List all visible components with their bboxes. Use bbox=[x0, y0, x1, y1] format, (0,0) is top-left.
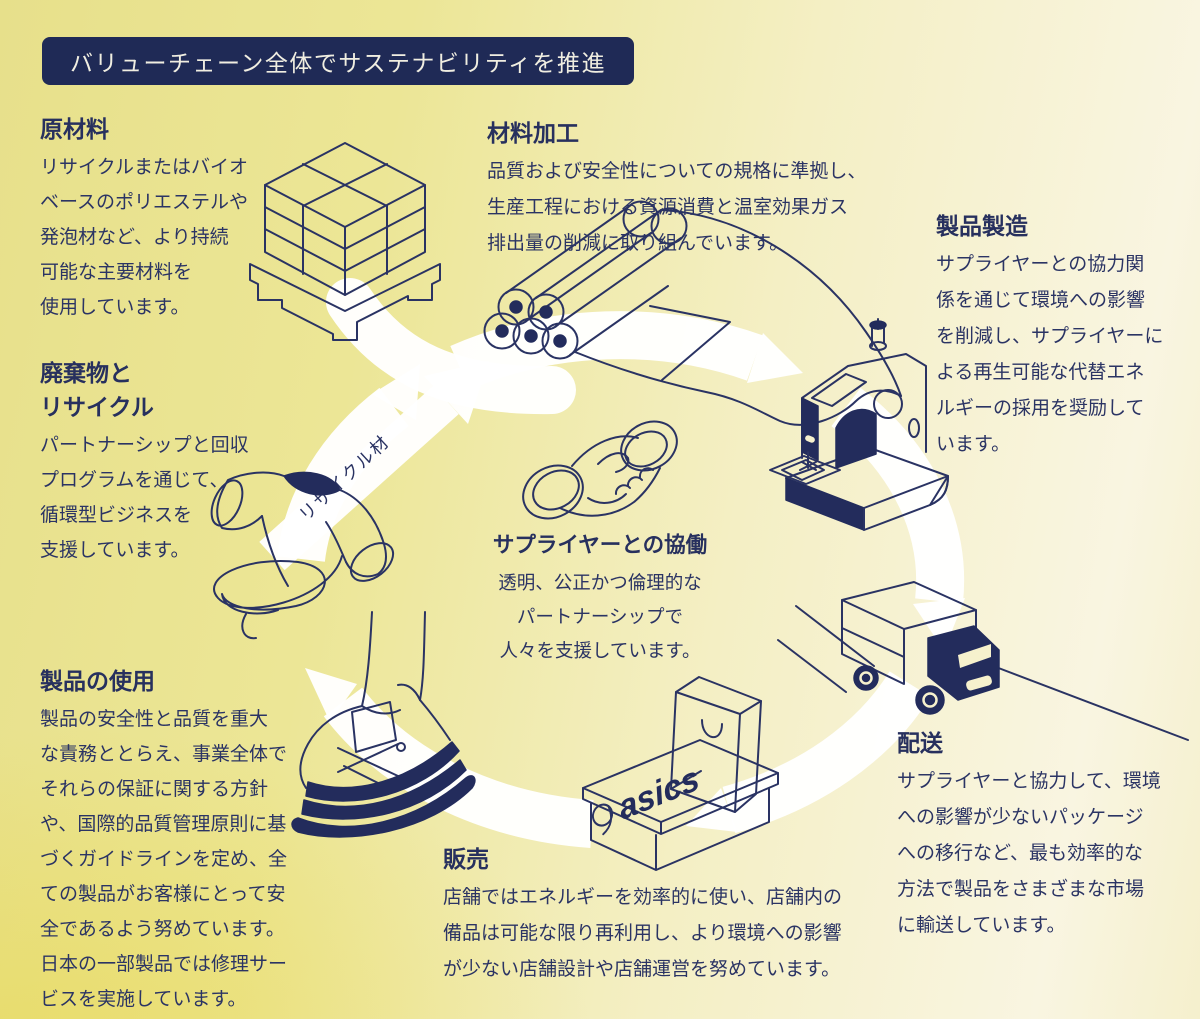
section-material-processing-title: 材料加工 bbox=[487, 120, 579, 146]
section-supplier-collaboration: サプライヤーとの協働 透明、公正かつ倫理的な パートナーシップで 人々を支援して… bbox=[420, 528, 780, 668]
ring-arrowhead-bottom bbox=[686, 788, 737, 832]
ring-arrowhead-left bbox=[305, 668, 357, 722]
section-supplier-collaboration-body: 透明、公正かつ倫理的な パートナーシップで 人々を支援しています。 bbox=[498, 572, 702, 661]
ring-arc-bottom-right bbox=[722, 671, 931, 834]
section-manufacturing-title: 製品製造 bbox=[936, 213, 1028, 239]
section-material-processing: 材料加工 品質および安全性についての規格に準拠し、 生産工程における資源消費と温… bbox=[487, 116, 866, 262]
section-sales: 販売 店舗ではエネルギーを効率的に使い、店舗内の 備品は可能な限り再利用し、より… bbox=[443, 842, 842, 988]
section-waste-recycling-body: パートナーシップと回収 プログラムを通じて、 循環型ビジネスを 支援しています。 bbox=[40, 435, 249, 561]
ring-arc-top bbox=[450, 311, 764, 391]
section-raw-materials: 原材料 リサイクルまたはバイオ ベースのポリエステルや 発泡材など、より持続 可… bbox=[40, 112, 248, 325]
ring-arrowhead-top-left bbox=[372, 364, 420, 420]
flow-chevron-icon bbox=[649, 305, 731, 381]
ring-swoosh-top-left bbox=[326, 278, 576, 415]
section-delivery: 配送 サプライヤーと協力して、環境 への影響が少ないパッケージ への移行など、最… bbox=[897, 726, 1161, 944]
handshake-icon bbox=[522, 420, 678, 520]
section-delivery-body: サプライヤーと協力して、環境 への影響が少ないパッケージ への移行など、最も効率… bbox=[897, 771, 1161, 936]
delivery-truck-icon bbox=[777, 581, 1189, 741]
section-material-processing-body: 品質および安全性についての規格に準拠し、 生産工程における資源消費と温室効果ガス… bbox=[487, 161, 867, 254]
running-shoe-icon bbox=[291, 611, 476, 838]
title-banner: バリューチェーン全体でサステナビリティを推進 bbox=[42, 37, 635, 85]
section-manufacturing-body: サプライヤーとの協力関 係を通じて環境への影響 を削減し、サプライヤーに よる再… bbox=[936, 254, 1164, 455]
road-lines bbox=[777, 605, 1189, 741]
section-raw-materials-body: リサイクルまたはバイオ ベースのポリエステルや 発泡材など、より持続 可能な主要… bbox=[40, 157, 249, 318]
recycle-arrow-head bbox=[424, 361, 489, 424]
section-product-use-body: 製品の安全性と品質を重大 な責務ととらえ、事業全体で それらの保証に関する方針 … bbox=[40, 709, 288, 1010]
section-supplier-collaboration-title: サプライヤーとの協働 bbox=[492, 533, 708, 557]
section-waste-recycling-title: 廃棄物と リサイクル bbox=[40, 360, 154, 420]
section-sales-body: 店舗ではエネルギーを効率的に使い、店舗内の 備品は可能な限り再利用し、より環境へ… bbox=[443, 887, 843, 980]
section-delivery-title: 配送 bbox=[897, 730, 943, 756]
section-manufacturing: 製品製造 サプライヤーとの協力関 係を通じて環境への影響 を削減し、サプライヤー… bbox=[936, 209, 1163, 463]
section-product-use-title: 製品の使用 bbox=[40, 668, 155, 694]
pallet-boxes-icon bbox=[249, 142, 441, 341]
fabric-rolls-icon bbox=[483, 200, 902, 426]
ring-arrowhead-right bbox=[913, 598, 965, 651]
sewing-machine-icon bbox=[769, 318, 949, 531]
recycled-material-arrow: リサイクル材 bbox=[259, 361, 489, 571]
tshirt-recycle-icon bbox=[210, 471, 395, 640]
section-raw-materials-title: 原材料 bbox=[40, 116, 109, 142]
section-product-use: 製品の使用 製品の安全性と品質を重大 な責務ととらえ、事業全体で それらの保証に… bbox=[40, 664, 287, 1017]
section-waste-recycling: 廃棄物と リサイクル パートナーシップと回収 プログラムを通じて、 循環型ビジネ… bbox=[40, 356, 249, 568]
ring-arrowhead-top bbox=[747, 333, 803, 383]
section-sales-title: 販売 bbox=[443, 846, 489, 872]
recycle-arrow-shaft bbox=[259, 385, 459, 571]
